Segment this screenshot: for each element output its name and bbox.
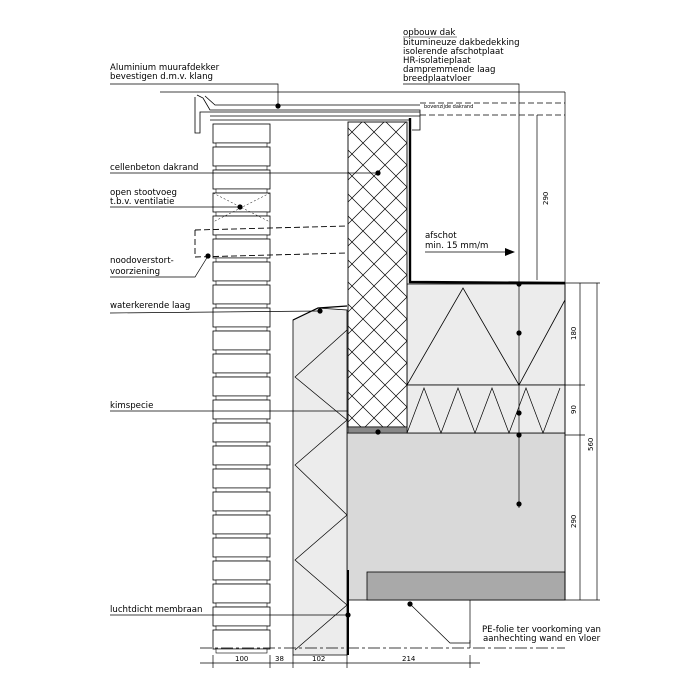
brick [212, 468, 271, 489]
mortar-joint [215, 441, 268, 447]
coping-label: Aluminium muurafdekker [110, 63, 220, 73]
brick [212, 192, 271, 213]
mortar-joint [215, 165, 268, 171]
dim-cavity: 38 [275, 655, 284, 663]
mortar-joint [215, 533, 268, 539]
waterproof-layer [292, 305, 348, 321]
brick [212, 123, 271, 144]
mortar-joint [215, 234, 268, 240]
mortar-joint [215, 142, 268, 148]
brick [212, 399, 271, 420]
brick [212, 422, 271, 443]
sloped-insulation [406, 283, 566, 386]
top-edge-label: bovenzijde dakrand [424, 104, 473, 110]
slope-label-2: min. 15 mm/m [425, 241, 488, 251]
hr-insulation [406, 384, 566, 434]
mortar-joint [215, 510, 268, 516]
mortar-joint [215, 487, 268, 493]
airtight-label: luchtdicht membraan [110, 605, 203, 615]
coping-label-2: bevestigen d.m.v. klang [110, 72, 213, 82]
vent-label: open stootvoeg [110, 188, 177, 198]
overflow-label: noodoverstort- [110, 256, 174, 266]
dim-floor-depth: 214 [402, 655, 416, 663]
brick [212, 583, 271, 604]
mortar-joint [215, 372, 268, 378]
brick [212, 307, 271, 328]
emergency-overflow [194, 225, 348, 258]
mortar-joint [215, 257, 268, 263]
dim-hr-insulation: 90 [570, 405, 578, 414]
brick [212, 146, 271, 167]
kimspecie-label: kimspecie [110, 401, 153, 411]
waterproof-label: waterkerende laag [110, 301, 190, 311]
brick [212, 376, 271, 397]
pe-foil-label-2: aanhechting wand en vloer [483, 634, 601, 644]
layer-label: HR-isolatieplaat [403, 56, 471, 66]
cellular-concrete-label: cellenbeton dakrand [110, 163, 198, 173]
mortar-joint [215, 349, 268, 355]
dim-brick: 100 [235, 655, 248, 663]
ventilation-joint [212, 192, 271, 223]
mortar-joint [215, 556, 268, 562]
mortar-joint [215, 625, 268, 631]
layer-label: isolerende afschotplaat [403, 47, 504, 57]
brick [212, 560, 271, 581]
bitumen-roofing [408, 118, 566, 285]
mortar-joint [215, 188, 268, 194]
leader-dots [205, 103, 522, 618]
dimension-lines [200, 92, 600, 668]
dim-parapet-height: 290 [542, 192, 550, 205]
brick [212, 330, 271, 351]
dim-total: 560 [587, 438, 595, 451]
inner-leaf [292, 307, 348, 656]
brick [212, 215, 271, 236]
brick [212, 606, 271, 627]
roof-buildup-legend: opbouw dak bitumineuze dakbedekking isol… [403, 28, 520, 508]
mortar-joint [215, 211, 268, 217]
brick [212, 353, 271, 374]
pe-foil-label: PE-folie ter voorkoming van [482, 625, 601, 635]
slope-label: afschot [425, 231, 457, 241]
dim-inner-leaf: 102 [312, 655, 325, 663]
layer-label: dampremmende laag [403, 65, 496, 75]
brick-outer-leaf [212, 123, 271, 654]
mortar-joint [215, 602, 268, 608]
vent-label-2: t.b.v. ventilatie [110, 197, 174, 207]
dim-floor: 290 [570, 515, 578, 528]
mortar-joint [215, 326, 268, 332]
brick [212, 537, 271, 558]
brick [212, 629, 271, 650]
mortar-joint [215, 303, 268, 309]
overflow-label-2: voorziening [110, 267, 160, 277]
brick [212, 445, 271, 466]
mortar-joint [215, 464, 268, 470]
dim-slope-insulation: 180 [570, 327, 578, 340]
mortar-joint [215, 648, 268, 654]
brick [212, 284, 271, 305]
brick [212, 491, 271, 512]
layer-label: breedplaatvloer [403, 74, 472, 84]
mortar-joint [215, 418, 268, 424]
roof-buildup-title: opbouw dak [403, 28, 455, 38]
mortar-joint [215, 579, 268, 585]
brick [212, 514, 271, 535]
mortar-joint [215, 395, 268, 401]
aluminium-coping [160, 91, 565, 134]
mortar-joint [215, 280, 268, 286]
layer-label: bitumineuze dakbedekking [403, 38, 520, 48]
floor-slab-prefab-plate [366, 571, 566, 601]
brick [212, 261, 271, 282]
